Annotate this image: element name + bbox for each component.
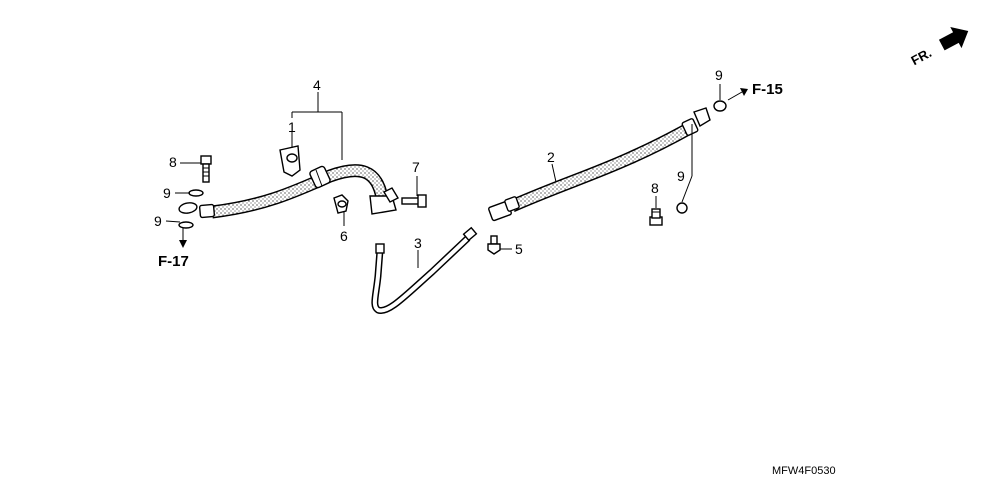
bolt-8-right <box>649 208 663 226</box>
right-hose <box>488 107 711 222</box>
callout-3: 3 <box>414 235 422 251</box>
left-hose <box>178 164 399 219</box>
clamp-1 <box>279 145 301 177</box>
bolt-5 <box>487 235 501 255</box>
callout-7: 7 <box>412 159 420 175</box>
ref-f17: F-17 <box>158 253 189 270</box>
callout-9-right-upper: 9 <box>715 67 723 83</box>
drawing-code: MFW4F0530 <box>772 465 836 477</box>
callout-5: 5 <box>515 241 523 257</box>
callout-9-left-upper: 9 <box>163 185 171 201</box>
washer-9-upper-left <box>188 189 204 197</box>
pipe-3 <box>371 226 478 315</box>
leader-lines <box>165 84 721 268</box>
callout-8-left: 8 <box>169 154 177 170</box>
bolt-7 <box>401 194 427 208</box>
washer-9-lower-right <box>676 202 688 214</box>
callout-9-right-lower: 9 <box>677 168 685 184</box>
callout-9-left-lower: 9 <box>154 213 162 229</box>
callout-4: 4 <box>313 77 321 93</box>
callout-2: 2 <box>547 149 555 165</box>
washer-9-lower-left <box>178 221 194 229</box>
ref-f15: F-15 <box>752 81 783 98</box>
callout-8-right: 8 <box>651 180 659 196</box>
bolt-6 <box>333 194 349 214</box>
callout-6: 6 <box>340 228 348 244</box>
washer-9-upper-right <box>713 100 727 112</box>
front-arrow-icon <box>938 26 969 51</box>
front-label: FR. <box>908 45 934 68</box>
bolt-8-left <box>200 155 212 183</box>
callout-1: 1 <box>288 119 296 135</box>
front-arrow: FR. <box>908 26 969 68</box>
